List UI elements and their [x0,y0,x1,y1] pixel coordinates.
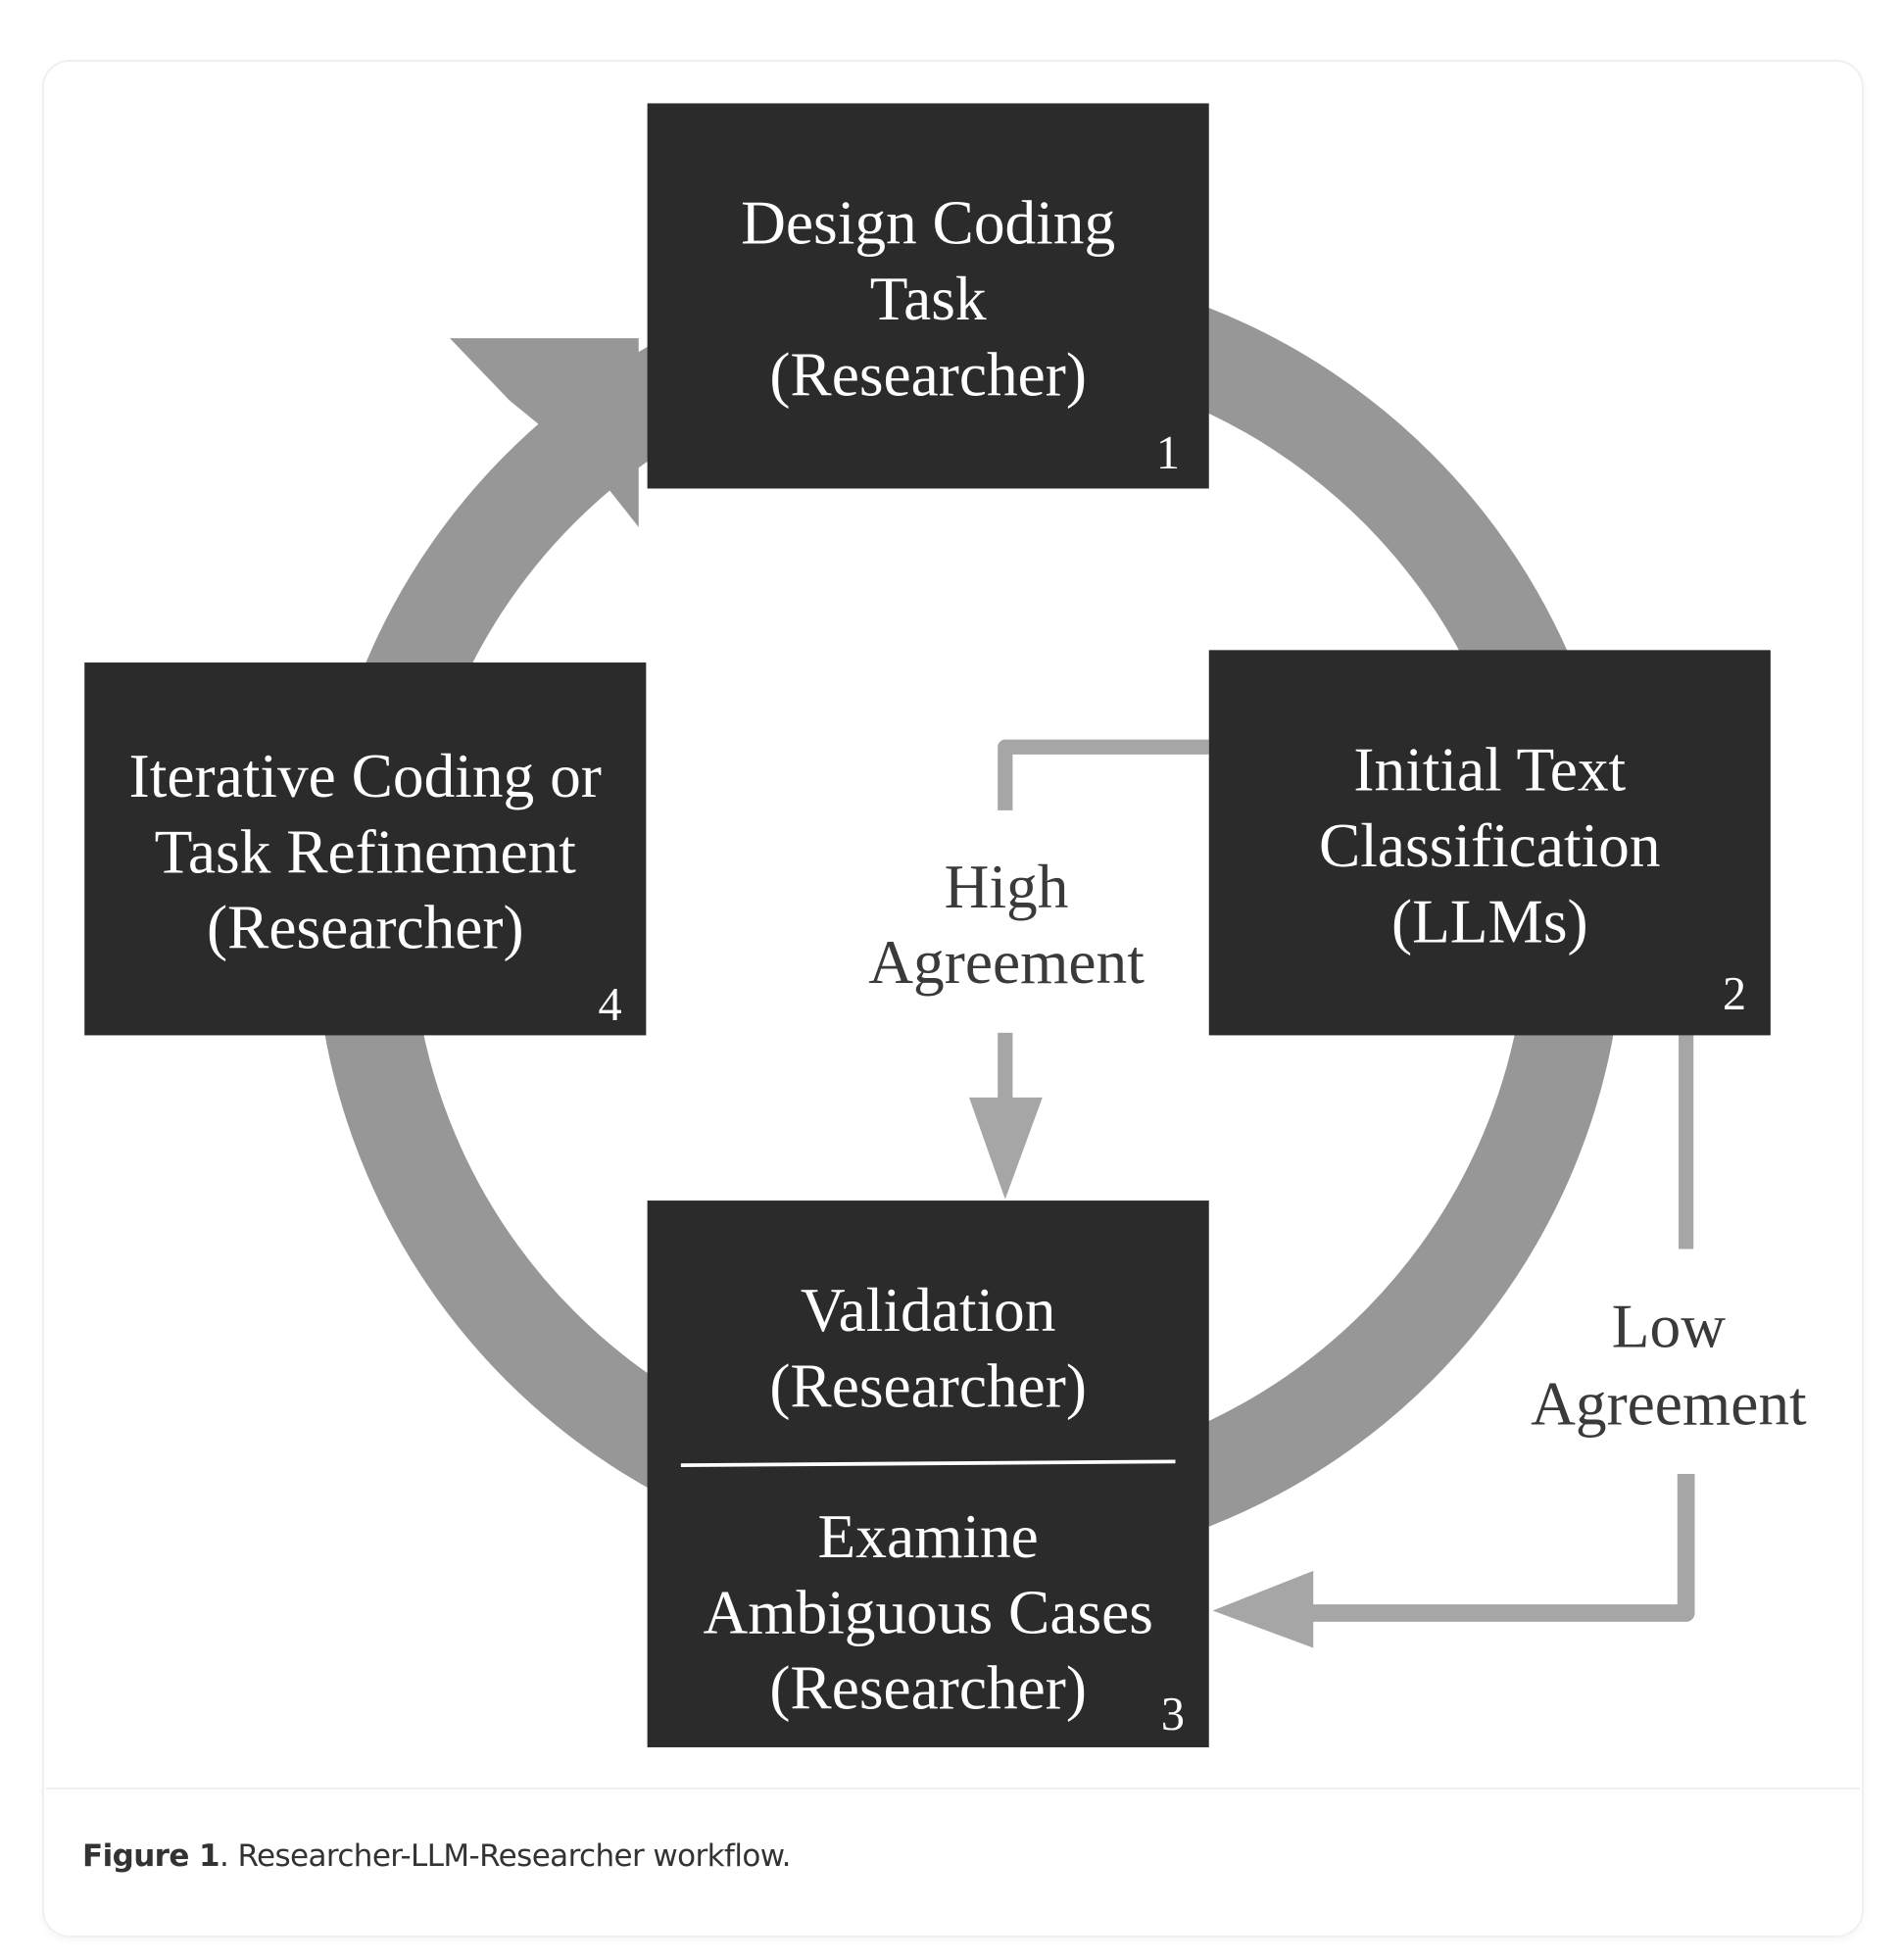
caption-divider [46,1788,1860,1789]
node-iterative-coding: Iterative Coding or Task Refinement (Res… [84,662,647,1036]
node-4-line-1: Iterative Coding or [129,742,602,810]
node-3-lower-line-3: (Researcher) [769,1654,1087,1723]
node-4-line-3: (Researcher) [207,894,524,962]
node-3-line-1: Validation [801,1276,1055,1345]
node-1-line-3: (Researcher) [769,340,1087,409]
node-1-line-1: Design Coding [741,189,1115,258]
node-3-line-2: (Researcher) [769,1352,1087,1421]
low-agreement-arrow-head [1212,1570,1314,1648]
node-4-line-2: Task Refinement [155,817,577,886]
node-3-lower-line-2: Ambiguous Cases [703,1578,1152,1646]
node-3-lower-line-1: Examine [818,1502,1039,1571]
node-3-number: 3 [1161,1689,1185,1740]
caption-text: . Researcher-LLM-Researcher workflow. [219,1838,792,1874]
low-agreement-label-line-1: Low [1612,1293,1726,1361]
high-agreement-label-line-2: Agreement [868,928,1145,997]
node-initial-text-classification: Initial Text Classification (LLMs) 2 [1208,650,1771,1036]
high-agreement-label-line-1: High [945,853,1069,921]
node-3-divider [680,1459,1176,1468]
low-agreement-label-line-2: Agreement [1531,1369,1807,1438]
figure-caption: Figure 1. Researcher-LLM-Researcher work… [82,1838,791,1874]
node-2-line-2: Classification [1319,811,1661,880]
low-agreement-connector [1310,1474,1695,1622]
high-agreement-arrow-head [969,1097,1043,1200]
high-agreement-connector [998,739,1209,810]
node-1-number: 1 [1156,427,1180,479]
node-2-line-1: Initial Text [1353,736,1626,805]
node-design-coding-task: Design Coding Task (Researcher) 1 [647,103,1209,489]
node-2-number: 2 [1723,968,1746,1020]
node-validation: Validation (Researcher) Examine Ambiguou… [647,1200,1209,1747]
node-2-line-3: (LLMs) [1391,887,1588,956]
node-4-number: 4 [599,979,622,1031]
caption-label: Figure 1 [82,1838,220,1874]
node-1-line-2: Task [870,265,987,333]
cycle-arrow-head [450,338,639,527]
